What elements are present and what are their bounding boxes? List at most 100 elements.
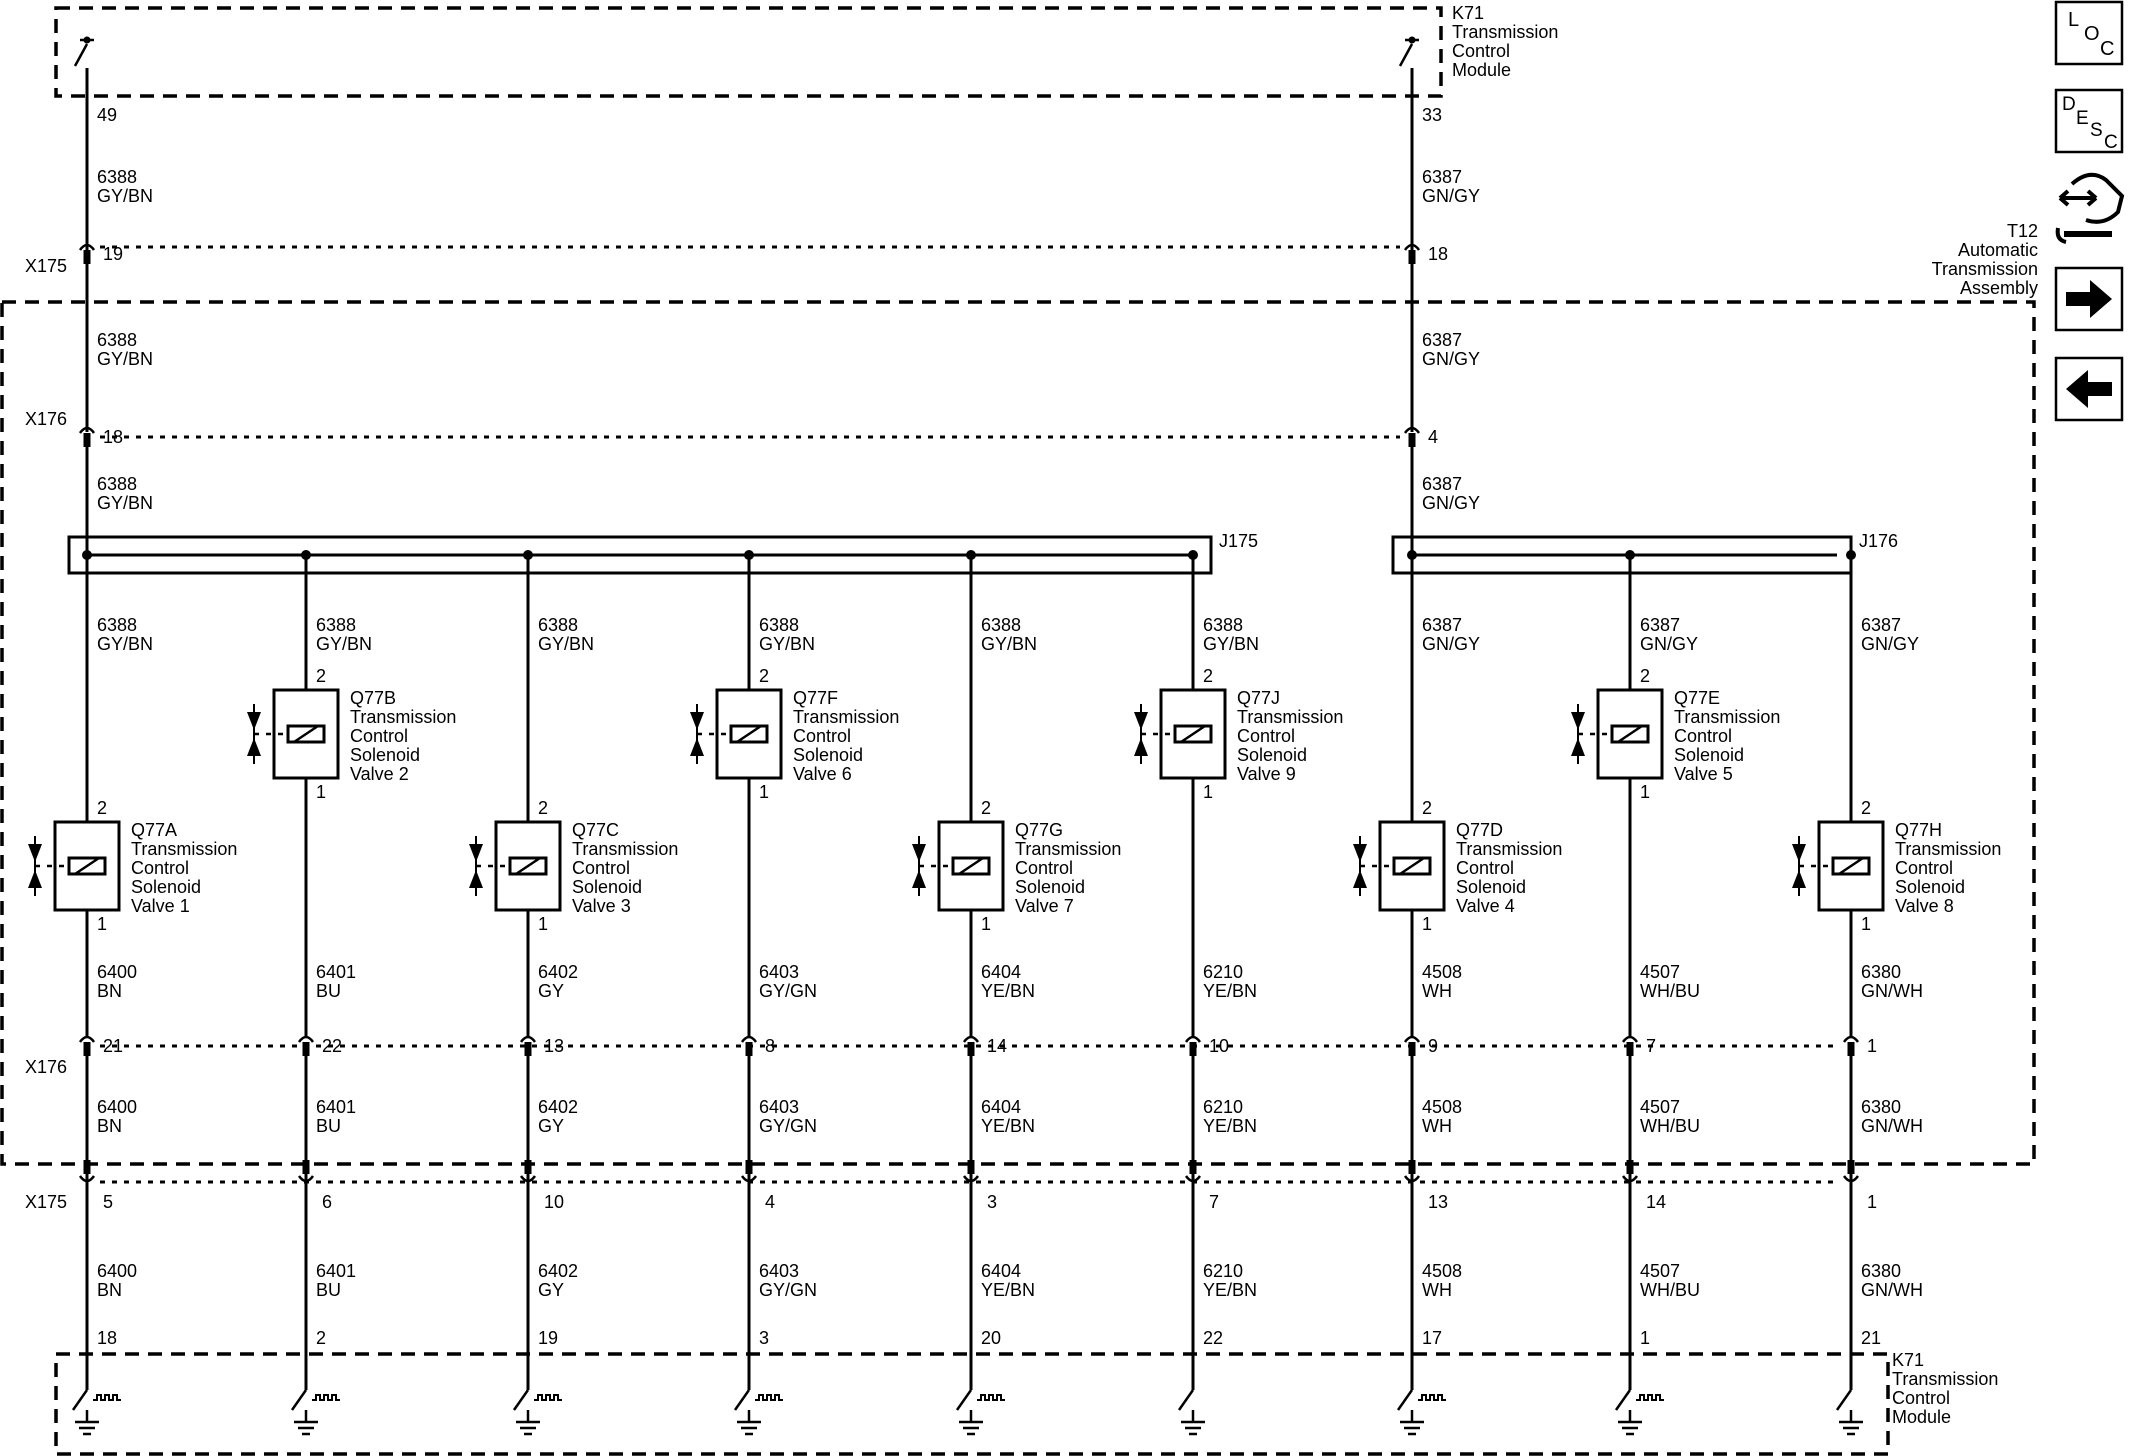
wire-color: GN/WH — [1861, 1116, 1923, 1136]
connector-pin-number: 4 — [1428, 427, 1438, 447]
x175-connector: 18 — [1403, 243, 1448, 264]
circuit-number: 6380 — [1861, 1261, 1901, 1281]
connector-pin-number: 14 — [987, 1036, 1007, 1056]
tcm-pin-number: 2 — [316, 1328, 326, 1348]
wire-color: BU — [316, 1280, 341, 1300]
connector-pin — [83, 1160, 91, 1174]
low-side-driver — [1835, 1389, 1863, 1436]
solenoid-description: Transmission — [793, 707, 899, 727]
solenoid-pin-number: 2 — [1422, 798, 1432, 818]
switch-blade — [733, 1389, 751, 1411]
solenoid-description: Control — [131, 858, 189, 878]
wire-color: GY — [538, 981, 564, 1001]
x176-output-connector: 13 — [519, 1035, 564, 1056]
assembly-boundary — [0, 300, 2036, 1166]
solenoid-description: Solenoid — [1456, 877, 1526, 897]
solenoid-id: Q77J — [1237, 688, 1280, 708]
solenoid-description: Valve 1 — [131, 896, 190, 916]
top-module-id: K71 — [1452, 3, 1484, 23]
switch-blade — [73, 43, 89, 67]
circuit-number: 6401 — [316, 962, 356, 982]
connector-cup — [1184, 1035, 1202, 1043]
wire-color: YE/BN — [1203, 1116, 1257, 1136]
wire-color: GY — [538, 1280, 564, 1300]
assembly-label: T12 Automatic Transmission Assembly — [1932, 221, 2038, 298]
x175-pin-number: 5 — [103, 1192, 113, 1212]
desc-icon[interactable]: D E S C — [2054, 88, 2124, 154]
connector-cup — [962, 1035, 980, 1043]
previous-page-arrow-icon[interactable] — [2054, 356, 2124, 422]
bottom-module-line: Module — [1892, 1407, 1951, 1427]
circuit-number: 4508 — [1422, 1261, 1462, 1281]
x175-pin-number: 3 — [987, 1192, 997, 1212]
circuit-number: 6388 — [97, 330, 137, 350]
wire-color: WH — [1422, 1280, 1452, 1300]
x175-pin-number: 14 — [1646, 1192, 1666, 1212]
connector-pin — [1408, 433, 1416, 447]
solenoid-description: Transmission — [1237, 707, 1343, 727]
wire-color: GN/WH — [1861, 1280, 1923, 1300]
loc-icon[interactable]: L O C — [2054, 0, 2124, 66]
low-side-driver — [733, 1389, 783, 1436]
solenoid-description: Solenoid — [131, 877, 201, 897]
circuit-number: 6402 — [538, 962, 578, 982]
desc-letter: D — [2062, 94, 2076, 115]
solenoid-id: Q77G — [1015, 820, 1063, 840]
solenoid-pin-number: 1 — [97, 914, 107, 934]
solenoid-description: Transmission — [1674, 707, 1780, 727]
solenoid-pin-number: 2 — [97, 798, 107, 818]
connector-pin-number: 8 — [765, 1036, 775, 1056]
connector-cup — [1403, 426, 1421, 434]
wire-color: YE/BN — [981, 1116, 1035, 1136]
wire-color: BU — [316, 981, 341, 1001]
circuit-number: 6388 — [538, 615, 578, 635]
switch-blade — [1177, 1389, 1195, 1411]
tcm-pin-number: 3 — [759, 1328, 769, 1348]
connector-pin — [1189, 1160, 1197, 1174]
connector-pin — [83, 433, 91, 447]
loc-letter: L — [2068, 9, 2079, 31]
desc-letter: S — [2090, 120, 2103, 141]
connector-pin — [1847, 1042, 1855, 1056]
solenoid-description: Valve 7 — [1015, 896, 1074, 916]
circuit-number: 6388 — [97, 474, 137, 494]
wire-color: GY/GN — [759, 1280, 817, 1300]
solenoid-id: Q77F — [793, 688, 838, 708]
circuit-number: 6210 — [1203, 1261, 1243, 1281]
connector-pin-number: 13 — [544, 1036, 564, 1056]
connector-view-icon[interactable] — [2055, 172, 2125, 244]
wire-color: GY/BN — [316, 634, 372, 654]
solenoid-pin-number: 2 — [759, 666, 769, 686]
solenoid-description: Valve 8 — [1895, 896, 1954, 916]
module-switch — [73, 36, 94, 67]
solenoid-coil-slash — [958, 856, 984, 876]
wire-color: WH/BU — [1640, 981, 1700, 1001]
next-page-arrow-icon[interactable] — [2054, 266, 2124, 332]
solenoid-coil-slash — [736, 724, 762, 744]
wire-color: GN/WH — [1861, 981, 1923, 1001]
wire-color: GY/BN — [97, 186, 153, 206]
connector-cup — [740, 1035, 758, 1043]
connector-pin-number: 1 — [1867, 1036, 1877, 1056]
low-side-driver — [1614, 1389, 1664, 1436]
connector-pin — [1626, 1042, 1634, 1056]
circuit-number: 4507 — [1640, 1097, 1680, 1117]
solenoid-pin-number: 2 — [981, 798, 991, 818]
circuit-number: 6403 — [759, 1097, 799, 1117]
top-module-label: K71 Transmission Control Module — [1452, 3, 1558, 80]
circuit-number: 6404 — [981, 1261, 1021, 1281]
circuit-number: 6387 — [1640, 615, 1680, 635]
solenoid-description: Control — [350, 726, 408, 746]
connector-pin — [745, 1160, 753, 1174]
wire-color: GY/GN — [759, 981, 817, 1001]
bottom-module-line: Control — [1892, 1388, 1950, 1408]
switch-blade — [512, 1389, 530, 1411]
connector-pin — [1626, 1160, 1634, 1174]
bottom-module-line: Transmission — [1892, 1369, 1998, 1389]
connector-cup — [1403, 1035, 1421, 1043]
connector-cup — [78, 1035, 96, 1043]
low-side-driver — [71, 1389, 121, 1436]
circuit-number: 6404 — [981, 962, 1021, 982]
